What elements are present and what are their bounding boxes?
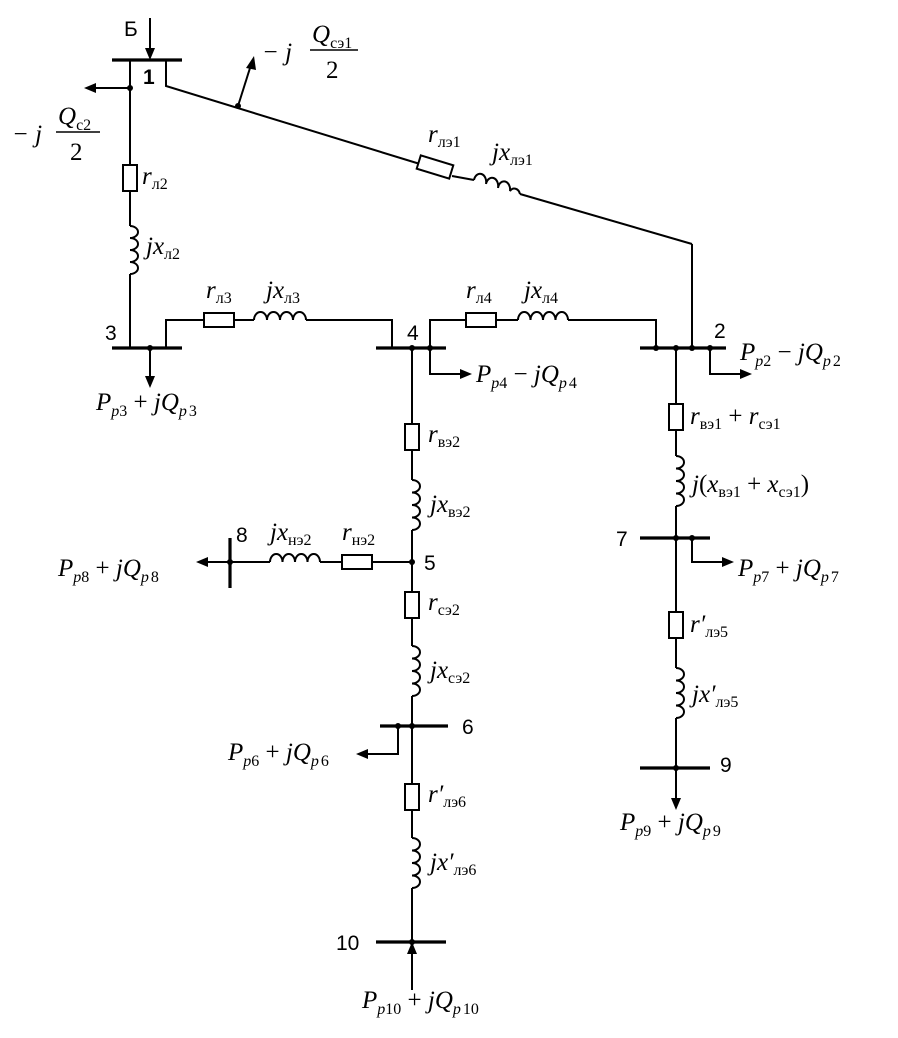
resistor-r-le1 <box>415 154 455 180</box>
label-r-l2: rл2 <box>142 163 168 193</box>
label-r-l3: rл3 <box>206 277 232 307</box>
inductor-x-l4 <box>517 311 569 321</box>
charging-label-c2: − j Qс2 2 <box>12 103 100 166</box>
node-label-2: 2 <box>714 320 726 343</box>
node-label-6: 6 <box>462 716 474 739</box>
node-label-10: 10 <box>336 932 359 955</box>
label-x-le6: jx′лэ6 <box>427 849 476 879</box>
label-r-le1: rлэ1 <box>428 121 461 151</box>
resistor-r-le6 <box>404 783 420 811</box>
junction-dots <box>127 85 713 945</box>
resistor-r-se2 <box>404 591 420 619</box>
svg-text:− j: − j <box>262 39 292 66</box>
svg-text:2: 2 <box>70 139 83 166</box>
node-label-9: 9 <box>720 754 732 777</box>
inductor-x-ve1-se1 <box>675 455 685 507</box>
inductors <box>129 172 685 889</box>
label-r-l4: rл4 <box>466 277 492 307</box>
label-x-ve2: jxвэ2 <box>427 491 470 521</box>
resistor-r-ne2 <box>341 554 373 570</box>
label-x-l4: jxл4 <box>521 277 558 307</box>
resistor-r-ve1-se1 <box>668 403 684 431</box>
label-r-se2: rсэ2 <box>428 589 460 619</box>
label-x-l3: jxл3 <box>263 277 300 307</box>
label-x-l2: jxл2 <box>143 233 180 263</box>
label-x-se2: jxсэ2 <box>427 657 470 687</box>
node-label-1: 1 <box>143 66 155 89</box>
node-label-3: 3 <box>105 322 117 345</box>
node-label-7: 7 <box>616 528 628 551</box>
inductor-x-l2 <box>129 225 139 275</box>
label-r-ne2: rнэ2 <box>342 519 375 549</box>
inductor-x-le5 <box>675 667 685 719</box>
label-r-le5: r′лэ5 <box>690 611 728 641</box>
inductor-x-ve2 <box>411 479 421 531</box>
label-r-ve2: rвэ2 <box>428 421 460 451</box>
svg-text:2: 2 <box>326 57 339 84</box>
label-x-le5: jx′лэ5 <box>689 681 738 711</box>
node-label-b: Б <box>124 18 138 41</box>
inductor-x-le6 <box>411 837 421 889</box>
parameter-labels: − j Qсэ1 2 − j Qс2 2 rл2 jxл2 rлэ1 jxлэ1… <box>12 21 841 1018</box>
node-label-4: 4 <box>407 322 419 345</box>
resistor-r-l4 <box>465 312 497 328</box>
resistors <box>122 154 684 811</box>
node-labels: Б 1 3 4 2 7 8 5 6 9 10 <box>105 18 732 955</box>
label-r-le6: r′лэ6 <box>428 781 466 811</box>
resistor-r-le5 <box>668 611 684 639</box>
label-x-ne2: jxнэ2 <box>267 519 311 549</box>
label-r-ve1-se1: rвэ1 + rсэ1 <box>690 403 781 433</box>
resistor-r-ve2 <box>404 423 420 451</box>
svg-text:− j: − j <box>12 121 42 148</box>
label-x-le1: jxлэ1 <box>489 139 533 169</box>
label-x-ve1-se1: j(xвэ1 + xсэ1) <box>689 471 809 501</box>
inductor-x-le1 <box>473 172 521 195</box>
resistor-r-l2 <box>122 164 138 192</box>
node-label-8: 8 <box>236 524 248 547</box>
inductor-x-ne2 <box>269 553 321 563</box>
node-label-5: 5 <box>424 552 436 575</box>
resistor-r-l3 <box>203 312 235 328</box>
svg-text:Qс2: Qс2 <box>58 103 91 134</box>
svg-text:Qсэ1: Qсэ1 <box>312 21 352 52</box>
wires <box>84 18 752 990</box>
inductor-x-se2 <box>411 645 421 697</box>
inductor-x-l3 <box>253 311 307 321</box>
charging-label-se1: − j Qсэ1 2 <box>262 21 358 84</box>
